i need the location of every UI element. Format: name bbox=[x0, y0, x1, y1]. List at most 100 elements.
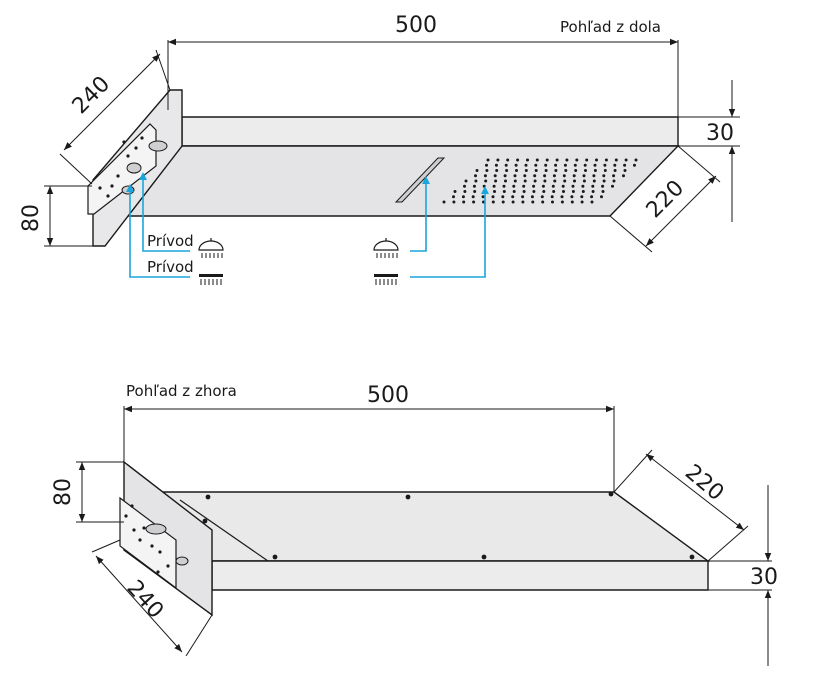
nozzle-dot bbox=[603, 163, 607, 167]
top-dim-height: 80 bbox=[51, 478, 76, 506]
nozzle-dot bbox=[584, 169, 587, 172]
nozzle-dot bbox=[474, 179, 478, 183]
slab-front-face bbox=[181, 116, 679, 147]
nozzle-dot bbox=[514, 163, 518, 167]
bottom-view: Prívod Prívod bbox=[19, 13, 740, 285]
nozzle-dot bbox=[523, 174, 527, 178]
nozzle-dot bbox=[591, 184, 595, 188]
nozzle-dot bbox=[545, 158, 549, 162]
waterfall-outlet-icon bbox=[199, 274, 223, 285]
nozzle-dot bbox=[582, 174, 586, 178]
nozzle-dot bbox=[505, 169, 509, 172]
nozzle-dot bbox=[471, 195, 475, 199]
nozzle-dot bbox=[512, 184, 516, 188]
nozzle-dot bbox=[573, 163, 577, 167]
connector-rain-outlet bbox=[410, 190, 486, 278]
nozzle-dot bbox=[485, 169, 489, 172]
nozzle-dot bbox=[593, 163, 597, 167]
nozzle-dot bbox=[533, 174, 537, 178]
nozzle-dot bbox=[526, 158, 529, 162]
nozzle-dot bbox=[552, 190, 556, 193]
nozzle-dot bbox=[494, 163, 498, 167]
nozzle-dot bbox=[461, 195, 465, 199]
nozzle-dot bbox=[570, 200, 574, 204]
nozzle-dot bbox=[483, 174, 487, 178]
nozzle-dot bbox=[495, 169, 499, 172]
top-view-title: Pohľad z zhora bbox=[126, 382, 237, 400]
nozzle-dot bbox=[532, 184, 536, 188]
nozzle-dot bbox=[601, 184, 605, 188]
nozzle-dot bbox=[624, 158, 628, 162]
nozzle-dot bbox=[442, 200, 446, 204]
nozzle-dot bbox=[541, 200, 545, 204]
nozzle-dot bbox=[542, 190, 546, 193]
connector-rain-inlet bbox=[142, 176, 190, 252]
nozzle-dot bbox=[522, 190, 526, 193]
connector-waterfall-outlet bbox=[410, 180, 427, 252]
nozzle-dot bbox=[523, 179, 527, 183]
bottom-view-title: Pohľad z dola bbox=[560, 18, 661, 36]
top-dim-width: 220 bbox=[680, 460, 728, 506]
nozzle-dot bbox=[515, 169, 518, 172]
nozzle-dot bbox=[581, 190, 585, 193]
nozzle-dot bbox=[541, 184, 545, 188]
nozzle-dot bbox=[496, 158, 500, 162]
nozzle-dot bbox=[503, 174, 507, 178]
nozzle-dot bbox=[504, 163, 508, 167]
nozzle-dot bbox=[564, 169, 568, 172]
nozzle-dot bbox=[563, 163, 567, 167]
nozzle-dot bbox=[464, 179, 468, 183]
nozzle-dot bbox=[623, 169, 627, 172]
nozzle-dot bbox=[502, 190, 506, 193]
nozzle-dot bbox=[554, 169, 558, 172]
nozzle-dot bbox=[573, 179, 576, 183]
top-plate bbox=[158, 491, 711, 562]
bottom-dim-thickness: 30 bbox=[706, 121, 734, 146]
nozzle-dot bbox=[452, 195, 455, 199]
nozzle-dot bbox=[474, 174, 477, 178]
top-dim-depth: 240 bbox=[121, 576, 168, 624]
nozzle-dot bbox=[484, 179, 488, 183]
nozzle-dot bbox=[521, 195, 525, 199]
nozzle-dot bbox=[551, 184, 555, 188]
nozzle-dot bbox=[614, 158, 618, 162]
nozzle-dot bbox=[544, 163, 548, 167]
nozzle-dot bbox=[592, 179, 596, 183]
bottom-dim-width: 220 bbox=[642, 176, 689, 223]
nozzle-dot bbox=[504, 179, 507, 183]
nozzle-dot bbox=[462, 200, 466, 204]
bottom-dim-length: 500 bbox=[395, 13, 437, 38]
nozzle-dot bbox=[571, 190, 575, 193]
nozzle-dot bbox=[540, 195, 544, 199]
nozzle-dot bbox=[463, 190, 467, 193]
nozzle-dot bbox=[562, 190, 565, 193]
nozzle-dot bbox=[481, 195, 485, 199]
bottom-dim-height: 80 bbox=[19, 204, 44, 232]
top-inlet-stub bbox=[145, 523, 167, 535]
nozzle-dot bbox=[533, 179, 537, 183]
nozzle-dot bbox=[511, 195, 515, 199]
slab-underside bbox=[103, 145, 680, 217]
nozzle-dot bbox=[623, 163, 627, 167]
nozzle-dot bbox=[551, 200, 554, 204]
nozzle-dot bbox=[516, 158, 520, 162]
nozzle-dot bbox=[560, 195, 564, 199]
inlet-stub-1 bbox=[126, 162, 142, 174]
inlet-stub-2 bbox=[148, 140, 168, 152]
nozzle-dot bbox=[583, 163, 587, 167]
nozzle-dot bbox=[561, 184, 565, 188]
nozzle-dot bbox=[591, 190, 595, 193]
rain-shower-head-icon bbox=[373, 238, 399, 258]
nozzle-dot bbox=[452, 200, 456, 204]
rain-shower-head-icon bbox=[198, 238, 224, 258]
nozzle-dot bbox=[532, 190, 536, 193]
nozzle-dot bbox=[501, 200, 505, 204]
nozzle-dot bbox=[622, 174, 625, 178]
nozzle-dot bbox=[485, 163, 488, 167]
nozzle-dot bbox=[612, 179, 616, 183]
top-inlet-stub-2 bbox=[175, 556, 189, 566]
nozzle-dot bbox=[531, 200, 535, 204]
nozzle-dot bbox=[502, 184, 506, 188]
nozzle-dot bbox=[463, 184, 466, 188]
nozzle-dot bbox=[554, 163, 558, 167]
